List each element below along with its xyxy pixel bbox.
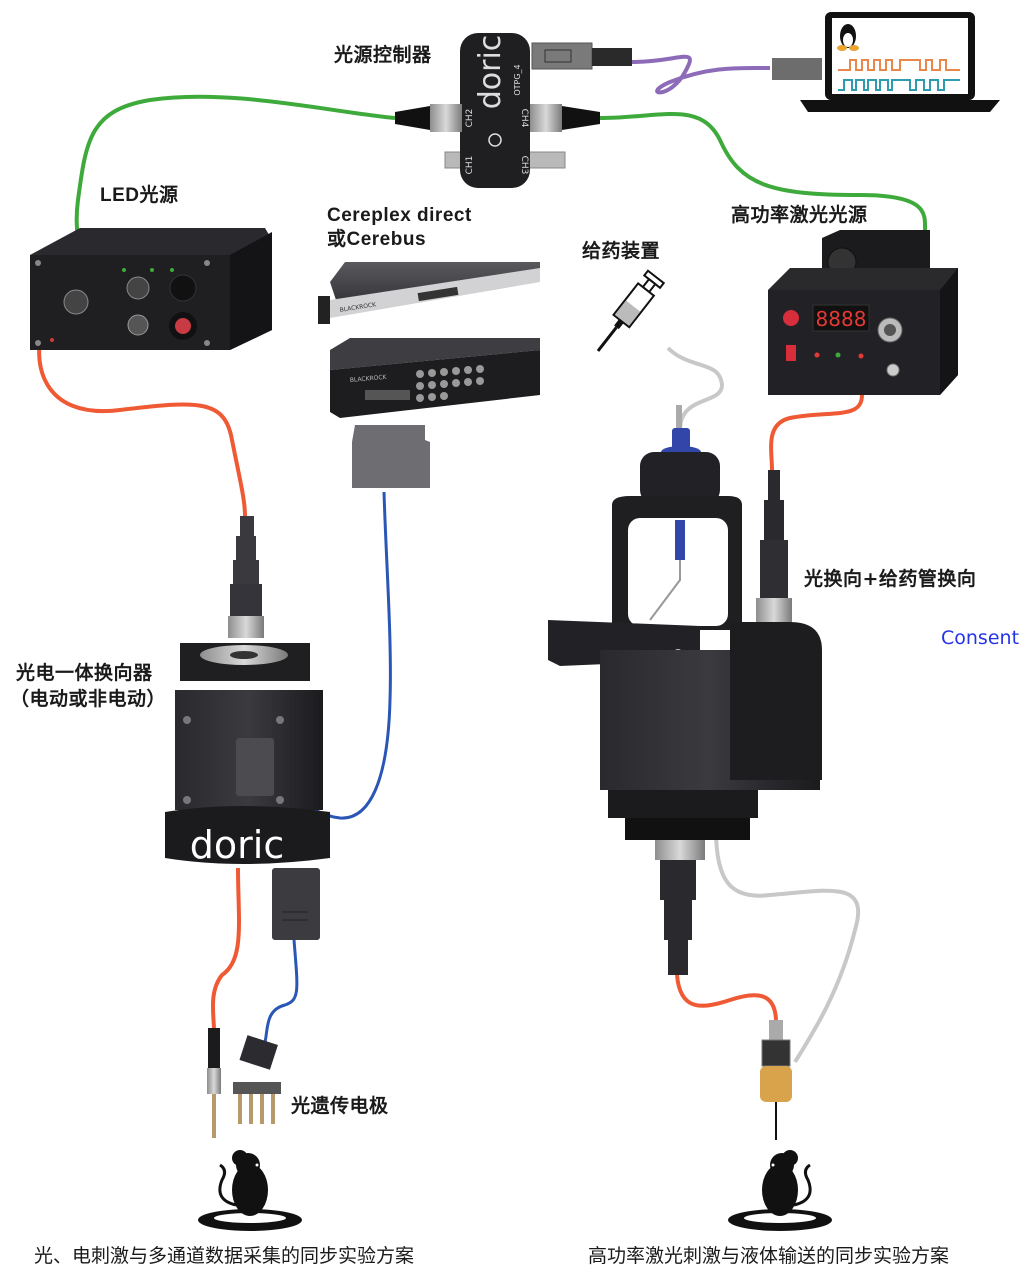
- led-box-front: [30, 255, 230, 350]
- signal-trace-orange: [838, 59, 960, 71]
- controller-body: [460, 33, 530, 188]
- green-optical-cable-right: [599, 111, 928, 233]
- fluid-optical-commutator: [548, 405, 822, 975]
- controller-model: OTPG_4: [513, 64, 522, 95]
- label-light-controller: 光源控制器: [334, 44, 432, 66]
- led-knob: [169, 274, 197, 302]
- laser-display: 8888: [816, 307, 867, 331]
- opto-electric-commutator: doric: [165, 516, 330, 940]
- led-port-orange: [63, 289, 89, 315]
- label-cereplex-line2: 或Cerebus: [327, 229, 427, 250]
- linux-penguin-icon: [837, 24, 859, 51]
- bnc-ch2: [430, 104, 462, 132]
- label-commutator-line1: 光电一体换向器: [16, 662, 153, 684]
- controller-led: [488, 133, 502, 147]
- label-fluid-commutator: 光换向+给药管换向: [804, 568, 977, 590]
- bnc-ch4-connector: [562, 106, 600, 130]
- led-bnc-port: [127, 314, 149, 336]
- electrode-connector: [239, 1035, 278, 1070]
- cerebus-device: BLACKROCK: [330, 338, 540, 488]
- headstage-adapter: [272, 868, 320, 940]
- cerebus-connector: [352, 425, 430, 488]
- commutator-brand: doric: [190, 823, 284, 867]
- orange-optical-cable-bottom: [675, 974, 778, 1021]
- blue-electrical-cable-bottom: [263, 939, 299, 1043]
- caption-right: 高功率激光刺激与液体输送的同步实验方案: [588, 1245, 950, 1267]
- controller-ch4-label: CH4: [519, 109, 529, 128]
- controller-ch1-label: CH1: [465, 156, 475, 175]
- led-box-side: [230, 232, 272, 350]
- label-drug-device: 给药装置: [582, 240, 661, 262]
- cerebus-brand: BLACKROCK: [350, 374, 388, 384]
- usb-cable: [631, 54, 771, 95]
- label-laser-source: 高功率激光光源: [731, 204, 868, 226]
- light-source-controller: doric OTPG_4 CH2 CH4 CH1 CH3: [395, 33, 632, 188]
- mouse-icon-left: [198, 1150, 302, 1231]
- orange-optical-cable-led: [37, 319, 247, 517]
- usb-icon: [544, 49, 572, 63]
- laser-key-switch: [886, 363, 900, 377]
- signal-trace-teal: [838, 79, 960, 91]
- fc-connector: [228, 616, 264, 638]
- syringe-icon: [596, 269, 666, 352]
- laser-source: 8888: [768, 230, 958, 395]
- cannula-cap: [760, 1066, 792, 1102]
- fluid-tube-top: [666, 346, 725, 431]
- controller-brand: doric: [473, 35, 508, 110]
- bnc-ch2-connector: [395, 106, 430, 130]
- laser-power-switch: [786, 345, 796, 361]
- fluid-tube-bottom: [714, 829, 861, 1064]
- caption-left: 光、电刺激与多通道数据采集的同步实验方案: [34, 1245, 415, 1267]
- mouse-icon-right: [728, 1150, 832, 1231]
- controller-ch2-label: CH2: [465, 109, 475, 128]
- cables: [37, 54, 928, 1064]
- usb-plug: [531, 42, 593, 70]
- led-port-green: [126, 276, 150, 300]
- cereplex-device: BLACKROCK: [318, 262, 540, 324]
- led-power-button: [175, 318, 191, 334]
- commutator-connector: [236, 738, 274, 796]
- laser-emergency-stop: [783, 310, 799, 326]
- laptop-usb-plug: [772, 58, 822, 80]
- laptop: [772, 12, 1000, 112]
- orange-optical-cable-implant: [210, 867, 241, 1029]
- commutator-ring: [165, 806, 330, 864]
- laptop-base: [800, 100, 1000, 112]
- cannula: [760, 1020, 792, 1140]
- led-light-source: [30, 228, 272, 350]
- consent-link[interactable]: Consent: [941, 627, 1020, 649]
- optogenetic-implant: [207, 1028, 281, 1138]
- usb-plug-tail: [592, 48, 632, 66]
- label-commutator-line2: （电动或非电动）: [10, 688, 167, 710]
- bnc-ch4: [530, 104, 562, 132]
- label-led-source: LED光源: [100, 185, 179, 206]
- label-optogenetic-electrode: 光遗传电极: [291, 1095, 389, 1117]
- orange-optical-cable-laser: [769, 394, 864, 471]
- label-cereplex-line1: Cereplex direct: [327, 205, 472, 226]
- controller-ch3-label: CH3: [519, 156, 529, 175]
